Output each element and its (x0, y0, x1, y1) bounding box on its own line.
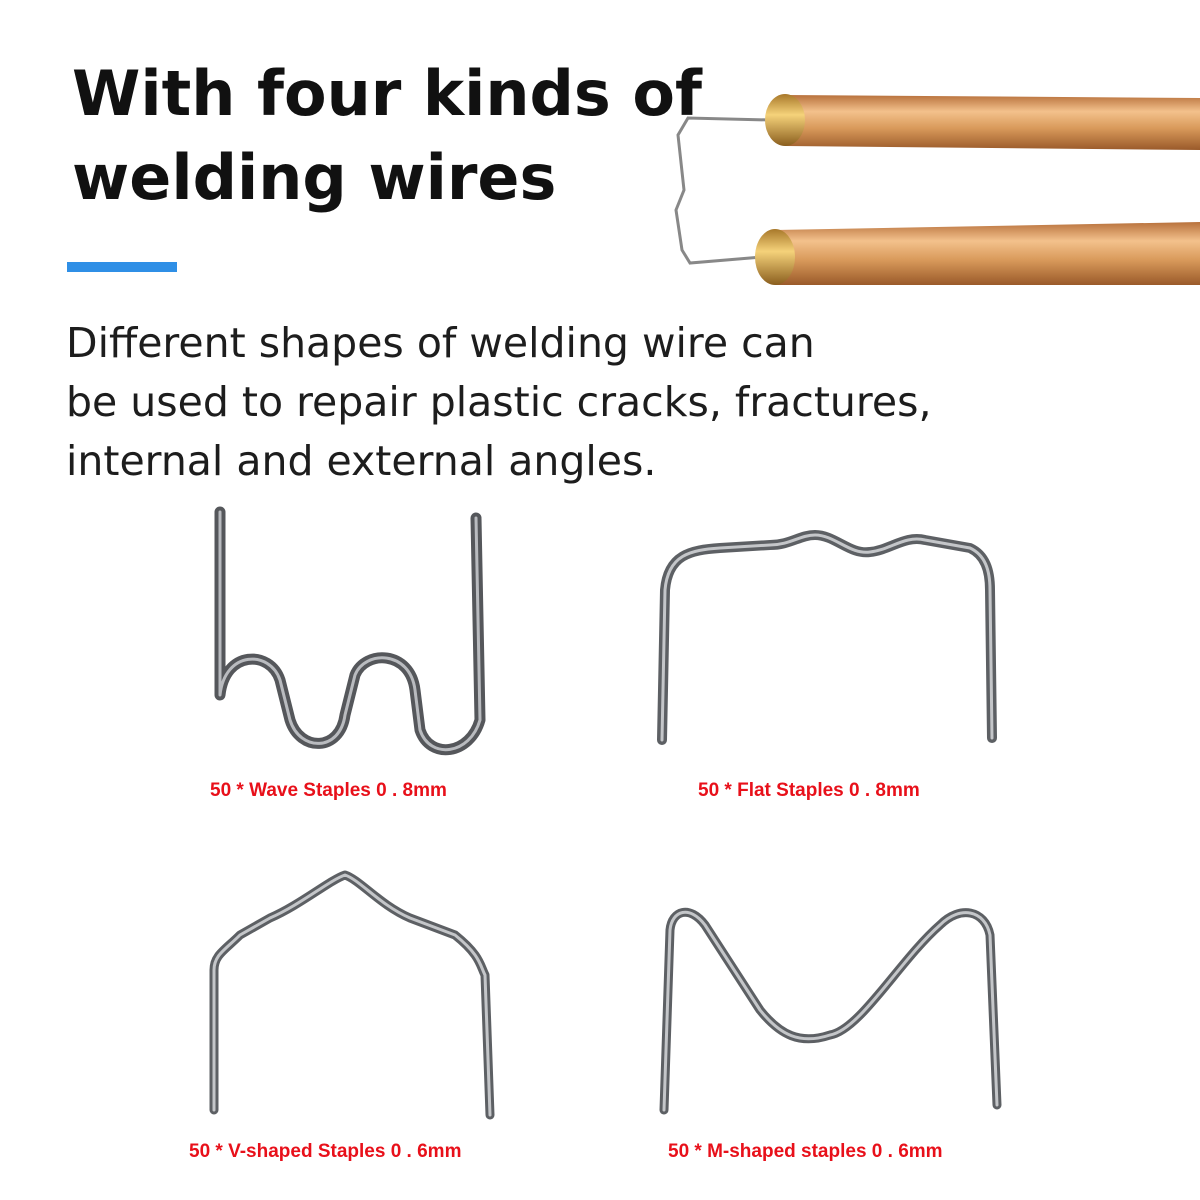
flat-staple-image (657, 530, 997, 745)
description: Different shapes of welding wire can be … (66, 314, 1066, 491)
accent-bar (67, 262, 177, 272)
wave-staple-label: 50 * Wave Staples 0 . 8mm (210, 780, 447, 801)
m-shaped-staple-image (659, 908, 1002, 1115)
heading-line: With four kinds of (72, 57, 702, 130)
description-line: be used to repair plastic cracks, fractu… (66, 378, 932, 426)
v-shaped-staple-image (209, 870, 495, 1120)
welding-tool-electrodes (674, 94, 1200, 285)
m-shaped-staple-label: 50 * M-shaped staples 0 . 6mm (668, 1141, 943, 1162)
description-line: Different shapes of welding wire can (66, 319, 815, 367)
v-shaped-staple-label: 50 * V-shaped Staples 0 . 6mm (189, 1141, 462, 1162)
flat-staple-label: 50 * Flat Staples 0 . 8mm (698, 780, 920, 801)
wave-staple-image (214, 506, 486, 756)
description-line: internal and external angles. (66, 437, 657, 485)
heading-line: welding wires (72, 141, 557, 214)
heading: With four kinds of welding wires (72, 52, 702, 220)
